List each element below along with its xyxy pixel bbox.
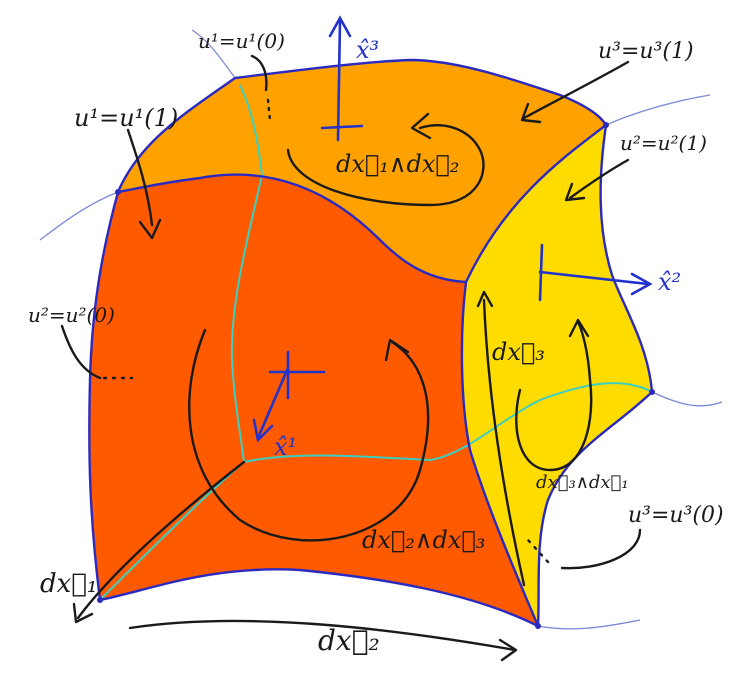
arrowhead	[138, 218, 162, 240]
dx3-vector-arrow	[482, 298, 526, 587]
edge-extension-bottom-right	[537, 619, 641, 630]
corner-dot	[649, 389, 655, 395]
front-bottom-edge	[99, 568, 539, 628]
arrowhead	[72, 602, 94, 624]
arrowhead	[568, 318, 590, 338]
front-left-edge	[88, 191, 120, 601]
top-coord-curve	[239, 84, 263, 176]
label-u3-eq-u3-0: u³=u³(0)	[628, 503, 724, 528]
x3-normal-vector	[336, 18, 342, 142]
x1-normal-vector	[256, 366, 290, 440]
arrowhead	[630, 272, 653, 296]
x3-foot-mark	[320, 124, 364, 130]
corner-dot	[97, 597, 103, 603]
label-u2-eq-u2-1: u²=u²(1)	[620, 131, 707, 155]
front-diagonal-coord-curve	[99, 461, 245, 601]
edge-extension-right-mid	[651, 391, 723, 407]
front-orientation-curved-arrow	[188, 328, 430, 542]
arrowhead	[410, 112, 432, 140]
top-face	[118, 60, 606, 282]
top-front-edge	[117, 173, 467, 284]
right-face	[461, 125, 652, 626]
label-u1-eq-u1-0: u¹=u¹(0)	[198, 29, 285, 53]
x1-normal-label: x̂¹	[274, 433, 297, 461]
right-back-edge	[599, 124, 654, 393]
top-left-edge	[116, 77, 236, 193]
x2-normal-label: x̂²	[658, 268, 681, 296]
corner-dot	[603, 122, 609, 128]
label-u1-eq-u1-1: u¹=u¹(1)	[74, 104, 178, 132]
front-wedge-label: dx⃗₂∧dx⃗₃	[362, 526, 485, 554]
arrowhead	[520, 102, 542, 124]
pointer-u1-0	[250, 54, 268, 92]
front-horizontal-coord-curve	[243, 399, 541, 463]
label-u2-eq-u2-0: u²=u²(0)	[28, 303, 115, 327]
arrowhead	[498, 638, 518, 662]
top-orientation-curved-arrow	[286, 124, 485, 207]
label-u3-eq-u3-1: u³=u³(1)	[598, 39, 694, 64]
x3-normal-label: x̂³	[356, 36, 379, 64]
dx2-vector-label: dx⃗₂	[318, 624, 380, 657]
top-back-edge	[234, 58, 608, 126]
x2-foot-mark	[538, 243, 544, 302]
pointer-u1-0-dots	[266, 98, 272, 122]
dx1-vector-label: dx⃗₁	[40, 569, 97, 599]
right-orientation-curved-arrow	[515, 320, 593, 472]
arrowhead	[328, 15, 352, 38]
arrowhead	[564, 182, 586, 202]
right-coord-curve	[539, 382, 653, 401]
edge-extension-right-top	[605, 94, 711, 126]
dx1-vector-arrow	[76, 460, 246, 620]
pointer-u3-0	[560, 528, 642, 570]
edge-extension-left-top	[39, 191, 119, 241]
arrowhead	[252, 418, 274, 443]
pointer-u1-1	[126, 128, 154, 227]
pointer-u2-1	[568, 158, 630, 200]
dx2-vector-arrow	[128, 619, 517, 652]
front-vertical-coord-curve	[230, 174, 263, 463]
corner-dot	[535, 623, 541, 629]
front-face	[89, 174, 538, 626]
top-right-edge	[464, 124, 607, 283]
top-wedge-label: dx⃗₁∧dx⃗₂	[336, 150, 459, 178]
dx3-vector-label: dx⃗₃	[492, 338, 545, 366]
arrowhead	[476, 290, 494, 308]
front-right-edge	[460, 281, 540, 627]
right-wedge-label: dx⃗₃∧dx⃗₁	[536, 472, 629, 493]
pointer-u2-0	[60, 324, 102, 380]
right-bottom-edge	[536, 391, 653, 627]
corner-dot	[115, 189, 121, 195]
edge-extension-top-left	[191, 29, 236, 79]
pointer-u3-1	[522, 60, 630, 120]
x2-normal-vector	[538, 270, 650, 286]
arrowhead	[384, 338, 410, 362]
